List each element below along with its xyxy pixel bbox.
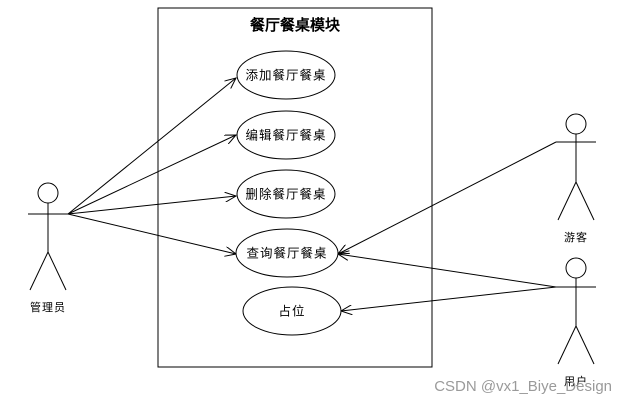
use-case-query-label: 查询餐厅餐桌 <box>246 246 327 261</box>
actor-admin[interactable]: 管理员 <box>28 182 68 314</box>
admin-associations <box>67 78 236 254</box>
admin-to-query-arrow <box>67 213 236 254</box>
admin-to-edit-arrow <box>67 135 236 215</box>
actor-user[interactable]: 用户 <box>556 257 596 388</box>
actor-guest[interactable]: 游客 <box>556 113 596 244</box>
use-case-edit[interactable]: 编辑餐厅餐桌 <box>236 110 336 160</box>
actor-guest-label: 游客 <box>564 230 588 244</box>
admin-stick-figure-icon <box>28 182 68 291</box>
actor-user-label: 用户 <box>564 374 588 388</box>
admin-to-delete-arrow <box>67 196 236 215</box>
actor-admin-label: 管理员 <box>30 300 66 314</box>
use-case-add-label: 添加餐厅餐桌 <box>245 68 326 83</box>
use-case-delete[interactable]: 删除餐厅餐桌 <box>236 169 336 219</box>
use-case-query[interactable]: 查询餐厅餐桌 <box>235 228 339 278</box>
admin-to-add-arrow <box>67 78 236 215</box>
user-to-reserve-arrow <box>341 286 557 311</box>
use-case-reserve[interactable]: 占位 <box>242 286 342 336</box>
use-case-edit-label: 编辑餐厅餐桌 <box>245 128 326 143</box>
use-case-reserve-label: 占位 <box>278 304 305 319</box>
guest-stick-figure-icon <box>556 113 596 221</box>
user-to-query-arrow <box>338 254 557 288</box>
system-title: 餐厅餐桌模块 <box>250 16 341 34</box>
user-stick-figure-icon <box>556 257 596 365</box>
use-case-add[interactable]: 添加餐厅餐桌 <box>236 50 336 100</box>
system-boundary <box>157 7 433 368</box>
guest-to-query-arrow <box>338 141 557 254</box>
watermark-text: CSDN @vx1_Biye_Design <box>434 378 612 395</box>
use-case-delete-label: 删除餐厅餐桌 <box>245 187 326 202</box>
